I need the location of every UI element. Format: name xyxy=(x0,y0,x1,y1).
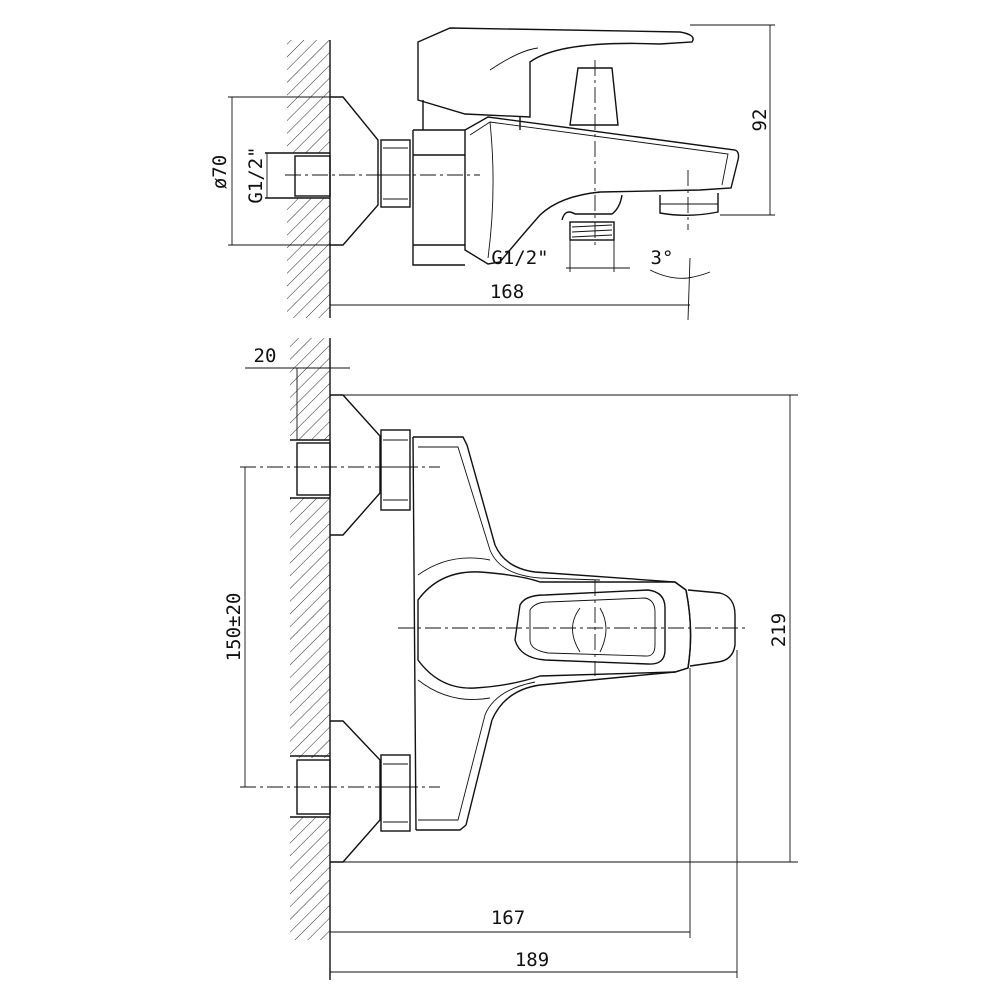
diverter-knob-side xyxy=(569,67,619,126)
dimension-height: 92 xyxy=(690,24,775,216)
height-label: 92 xyxy=(749,109,771,132)
projection-label: 168 xyxy=(490,281,524,303)
dimension-inlet-thread: G1/2" xyxy=(245,146,268,204)
side-view: ø70 G1/2" 92 G1/2" 3° 168 xyxy=(209,24,775,321)
flange-top-upper xyxy=(330,394,381,536)
flange-top-lower xyxy=(330,720,381,863)
nut-top-lower xyxy=(380,754,411,832)
lever-top xyxy=(417,571,692,689)
nut-side xyxy=(380,139,411,208)
flange-side xyxy=(330,96,379,246)
dimension-flange-diameter: ø70 xyxy=(209,96,330,246)
dimension-width: 219 xyxy=(343,394,798,863)
mixer-body-side xyxy=(412,116,740,266)
knob-tip-top xyxy=(687,589,736,667)
centerlines-side xyxy=(285,60,689,248)
dimension-spout-projection: 167 xyxy=(330,668,691,938)
spout-angle-label: 3° xyxy=(651,247,674,269)
aerator-side xyxy=(659,193,719,216)
mixer-body-top xyxy=(412,436,692,831)
dimension-projection-side: 168 xyxy=(330,281,690,306)
wall-hatch-top xyxy=(290,338,331,980)
outlet-thread-label: G1/2" xyxy=(491,247,548,269)
spout-projection-label: 167 xyxy=(491,907,525,929)
nut-top-upper xyxy=(380,429,411,511)
flange-diameter-label: ø70 xyxy=(209,155,231,189)
inlet-spacing-label: 150±20 xyxy=(223,593,245,662)
dimension-inlet-spacing: 150±20 xyxy=(223,467,246,787)
top-view: 20 150±20 219 167 189 xyxy=(223,338,798,980)
inlet-pipe-side xyxy=(265,152,331,199)
inlet-thread-label: G1/2" xyxy=(245,146,267,203)
outlet-thread-side xyxy=(561,194,623,241)
centerlines-top xyxy=(240,466,748,788)
width-label: 219 xyxy=(768,613,790,647)
total-projection-label: 189 xyxy=(515,949,549,971)
lever-handle-side xyxy=(417,27,694,130)
wall-hatch-side xyxy=(287,40,331,318)
wall-offset-label: 20 xyxy=(254,345,277,367)
dimension-total-projection: 189 xyxy=(330,650,738,978)
dimension-spout-angle: 3° xyxy=(649,247,711,321)
dimension-wall-offset: 20 xyxy=(245,345,350,440)
dimension-outlet-thread: G1/2" xyxy=(491,240,630,272)
